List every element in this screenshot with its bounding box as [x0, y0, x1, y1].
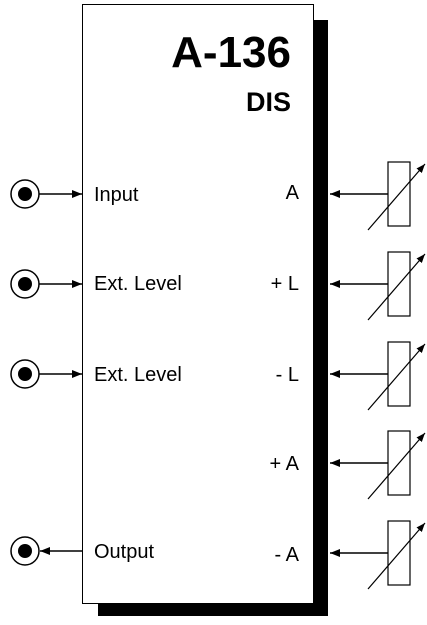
control-label-a: A — [285, 182, 299, 204]
socket-label-ext-level-1: Ext. Level — [94, 273, 182, 295]
socket-label-ext-level-2: Ext. Level — [94, 364, 182, 386]
pot-minus-a[interactable] — [330, 520, 426, 590]
control-label-plus-l: + L — [270, 273, 299, 295]
control-label-plus-a: + A — [269, 453, 299, 475]
pot-minus-l[interactable] — [330, 341, 426, 411]
pot-plus-a[interactable] — [330, 430, 426, 500]
pot-a[interactable] — [330, 161, 426, 231]
module-title: A-136 — [171, 28, 291, 77]
pot-plus-l[interactable] — [330, 251, 426, 321]
module-subtitle: DIS — [245, 87, 291, 117]
socket-label-output: Output — [94, 541, 155, 563]
output-jack[interactable] — [10, 536, 82, 566]
module-panel: A-136 DIS — [82, 4, 314, 604]
control-label-minus-l: - L — [275, 364, 299, 386]
input-jack[interactable] — [10, 179, 82, 209]
socket-label-input: Input — [94, 184, 139, 206]
ext-level-jack-2[interactable] — [10, 359, 82, 389]
control-label-minus-a: - A — [274, 544, 299, 566]
ext-level-jack-1[interactable] — [10, 269, 82, 299]
